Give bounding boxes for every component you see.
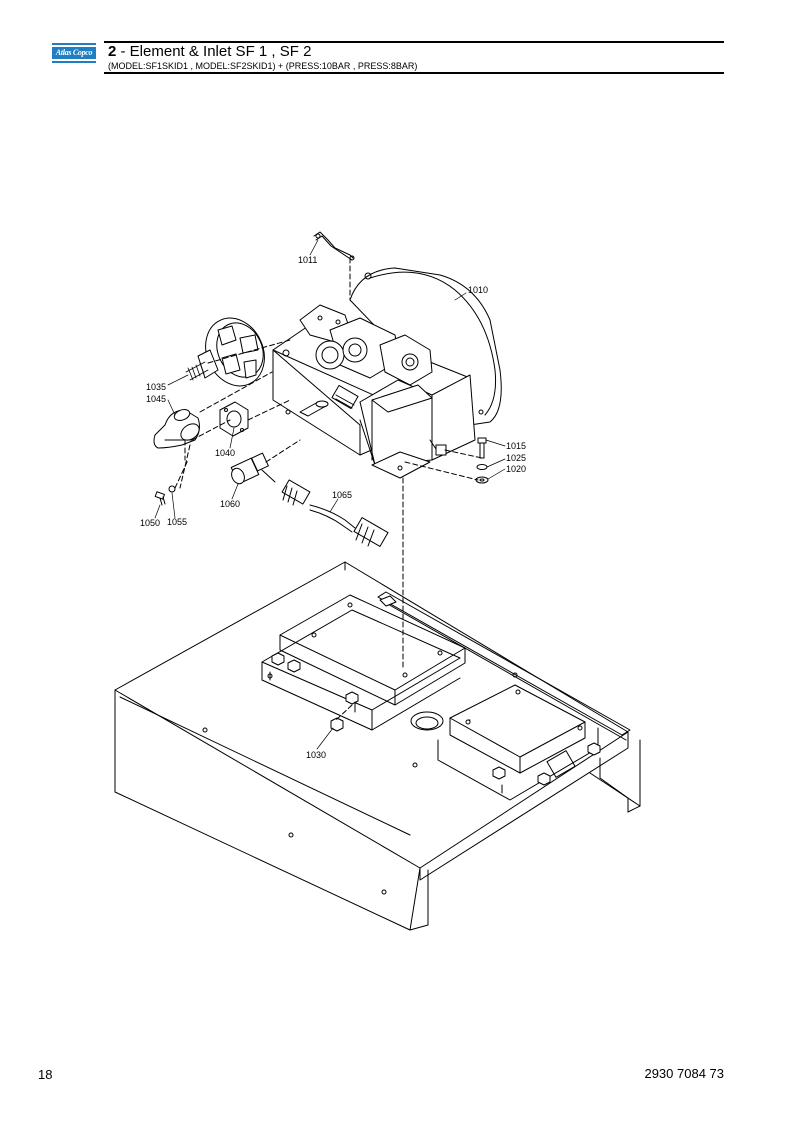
- callout-1065: 1065: [332, 490, 352, 500]
- callout-1055: 1055: [167, 517, 187, 527]
- document-number: 2930 7084 73: [644, 1066, 724, 1081]
- callout-1050: 1050: [140, 518, 160, 528]
- header-rule-top: [104, 41, 724, 43]
- hose-1065: [281, 479, 389, 547]
- page-title: 2 - Element & Inlet SF 1 , SF 2: [108, 43, 311, 60]
- page-number: 18: [38, 1067, 53, 1082]
- section-number: 2: [108, 43, 117, 60]
- rail: [377, 591, 631, 741]
- callout-1020: 1020: [506, 464, 526, 474]
- air-filter-1035: [185, 317, 265, 387]
- callout-1015: 1015: [506, 441, 526, 451]
- washer-1025: [476, 464, 488, 470]
- nut-1030: [330, 717, 344, 732]
- atlas-copco-logo: Atlas Copco: [52, 43, 96, 63]
- section-title: - Element & Inlet SF 1 , SF 2: [116, 43, 312, 60]
- compressor-element: [272, 267, 502, 479]
- callout-1045: 1045: [146, 394, 166, 404]
- callout-1010: 1010: [468, 285, 488, 295]
- callout-1011: 1011: [298, 255, 317, 265]
- valve-1060: [230, 452, 276, 485]
- callout-1030: 1030: [306, 750, 326, 760]
- elbow-1045: [153, 409, 200, 449]
- bolt-1015: [477, 437, 487, 459]
- logo-text: Atlas Copco: [55, 48, 93, 57]
- strap-1011: [313, 231, 355, 261]
- mount-plate-right: [437, 684, 601, 801]
- assembly-lines: [174, 257, 483, 721]
- leader-lines: [154, 239, 506, 750]
- callout-1025: 1025: [506, 453, 526, 463]
- gasket-1040: [219, 401, 249, 437]
- washer-1055: [168, 485, 176, 493]
- callout-labels: 1010 1011 1015 1025 1020 1030 1035 1045 …: [140, 255, 526, 760]
- header-rule-bottom: [104, 72, 724, 74]
- page-subtitle: (MODEL:SF1SKID1 , MODEL:SF2SKID1) + (PRE…: [108, 61, 418, 71]
- screw-1050: [154, 491, 166, 506]
- callout-1040: 1040: [215, 448, 235, 458]
- callout-1035: 1035: [146, 382, 166, 392]
- callout-1060: 1060: [220, 499, 240, 509]
